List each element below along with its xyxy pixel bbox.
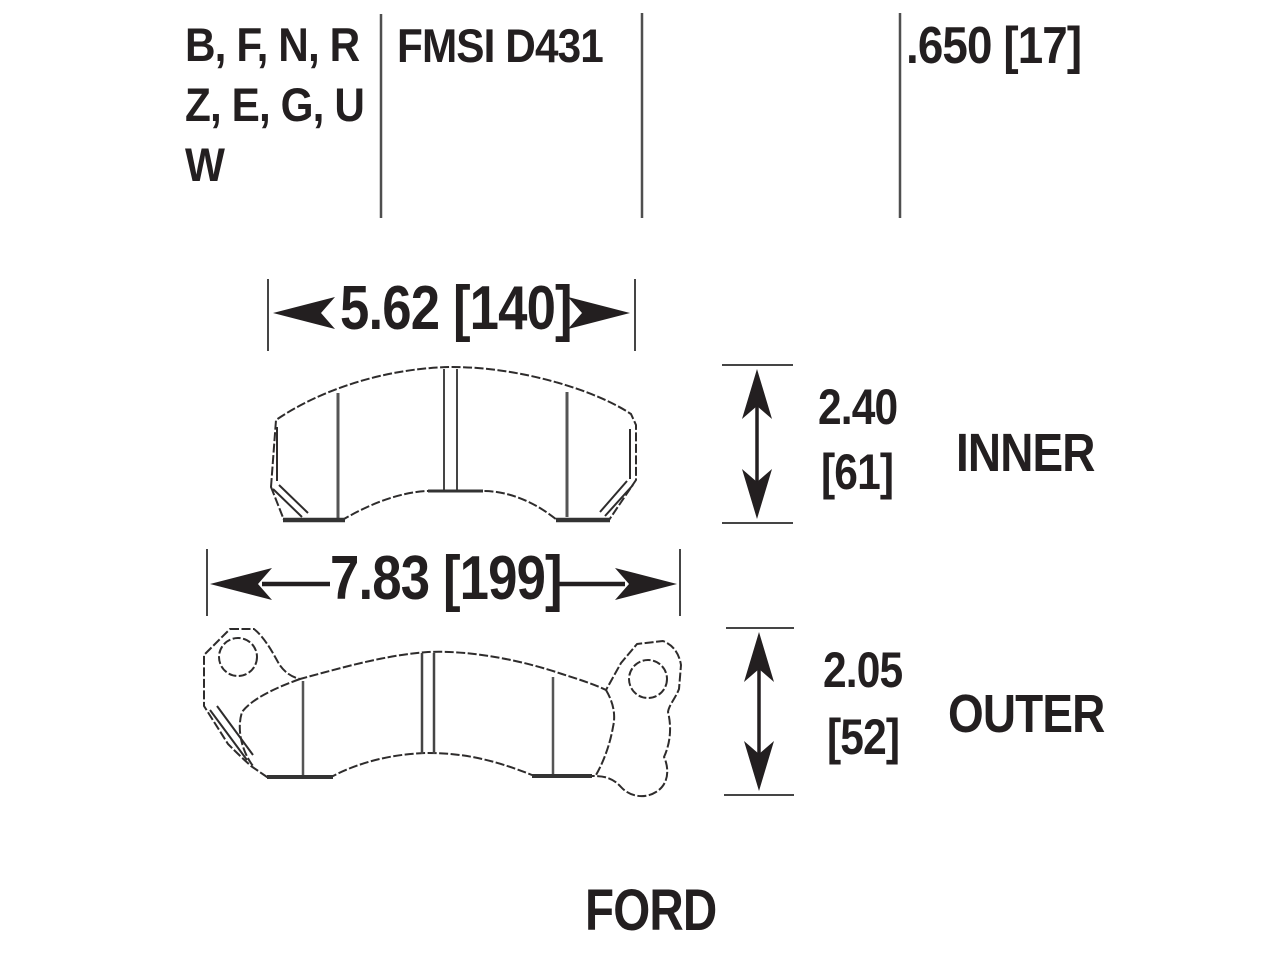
outer-pad-width-label: 7.83 [199] xyxy=(330,544,563,613)
inner-pad-height-dimension-lines xyxy=(722,364,793,524)
compound-codes-line-2: Z, E, G, U xyxy=(185,78,365,131)
pad-thickness-value: .650 [17] xyxy=(906,17,1082,75)
compound-codes-line-1: B, F, N, R xyxy=(185,18,360,71)
inner-pad-label: INNER xyxy=(956,423,1095,483)
arrow-left-icon xyxy=(210,568,272,600)
arrow-right-icon xyxy=(568,297,630,329)
inner-pad-height-mm: [61] xyxy=(821,444,894,500)
mounting-hole-left xyxy=(218,637,258,677)
arrow-right-icon xyxy=(615,568,677,600)
arrow-down-icon xyxy=(744,741,774,791)
mounting-hole-right xyxy=(628,659,668,699)
spec-table-dividers xyxy=(379,13,902,218)
inner-pad-height-inches: 2.40 xyxy=(818,379,898,435)
outer-pad-drawing xyxy=(203,628,682,798)
outer-pad-height-mm: [52] xyxy=(827,709,900,765)
arrow-left-icon xyxy=(273,297,335,329)
arrow-down-icon xyxy=(742,469,772,519)
arrow-up-icon xyxy=(744,632,774,682)
outer-pad-label: OUTER xyxy=(948,684,1105,744)
vehicle-make-label: FORD xyxy=(585,878,717,943)
inner-pad-width-dimension-lines xyxy=(267,279,636,351)
inner-pad-drawing xyxy=(270,366,637,523)
outer-pad-height-inches: 2.05 xyxy=(823,642,903,698)
inner-pad-width-label: 5.62 [140] xyxy=(340,274,573,343)
fmsi-number: FMSI D431 xyxy=(397,19,604,72)
outer-pad-height-dimension-lines xyxy=(724,627,794,796)
arrow-up-icon xyxy=(742,369,772,419)
outer-pad-width-dimension-lines xyxy=(206,549,681,616)
compound-codes-line-3: W xyxy=(185,138,225,191)
